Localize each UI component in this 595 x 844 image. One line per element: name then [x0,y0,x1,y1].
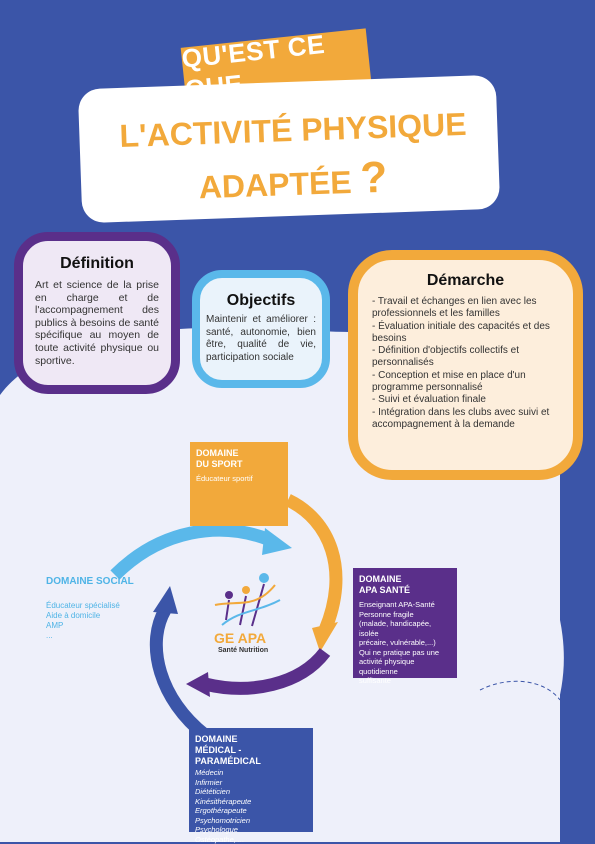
demarche-card: Démarche - Travail et échanges en lien a… [348,250,583,480]
domaine-apa-item: précaire, vulnérable,...) [359,638,451,648]
domaine-medical-item: Infirmier [195,778,307,788]
domaine-apa-title-2: APA SANTÉ [359,585,451,596]
domaine-social-item: Éducateur spécialisé [46,601,120,611]
domaine-social-item: Aide à domicile [46,611,120,621]
definition-text: Art et science de la prise en charge et … [23,273,171,367]
question-mark: ? [360,153,389,203]
demarche-item: - Évaluation initiale des capacités et d… [372,321,561,346]
demarche-item: - Définition d'objectifs collectifs et p… [372,345,561,370]
domaine-apa-item: suffisante [359,676,451,686]
domaine-sport-item: Éducateur sportif [196,474,282,484]
objectifs-text: Maintenir et améliorer : santé, autonomi… [200,310,322,364]
definition-title: Définition [23,255,171,273]
domaine-apa-item: Qui ne pratique pas une [359,648,451,658]
demarche-item: - Travail et échanges en lien avec les p… [372,296,561,321]
domaine-medical-item: Diététicien [195,787,307,797]
domaine-medical-item: Médecin [195,768,307,778]
domaine-sport-title: DOMAINE DU SPORT [190,442,288,470]
objectifs-card: Objectifs Maintenir et améliorer : santé… [192,270,330,388]
definition-card: Définition Art et science de la prise en… [14,232,180,394]
domaine-medical-title: DOMAINE MÉDICAL - PARAMÉDICAL [189,728,313,767]
domaine-medical-box: DOMAINE MÉDICAL - PARAMÉDICAL Médecin In… [189,728,313,832]
domaine-medical-item: Psychomotricien [195,816,307,826]
domaine-social-list: Éducateur spécialisé Aide à domicile AMP… [46,601,120,641]
domaine-apa-title: DOMAINE APA SANTÉ [353,568,457,596]
domaine-medical-item: Ostéopathe, ... [195,835,307,844]
demarche-title: Démarche [358,272,573,290]
domaine-medical-item: Ergothérapeute [195,806,307,816]
domaine-apa-item: (malade, handicapée, isolée [359,619,451,638]
domaine-sport-list: Éducateur sportif [190,470,288,484]
domaine-sport-title-1: DOMAINE [196,448,282,459]
domaine-apa-item: activité physique quotidienne [359,657,451,676]
domaine-social-item: AMP [46,621,120,631]
domaine-sport-box: DOMAINE DU SPORT Éducateur sportif [190,442,288,526]
demarche-list: - Travail et échanges en lien avec les p… [358,296,573,431]
domaine-social-item: ... [46,631,120,641]
domaine-medical-title-1: DOMAINE [195,734,307,745]
domaine-apa-title-1: DOMAINE [359,574,451,585]
logo-name: GE APA [214,630,266,646]
domaine-apa-list: Enseignant APA-Santé Personne fragile (m… [353,596,457,686]
domaine-medical-list: Médecin Infirmier Diététicien Kinésithér… [189,767,313,844]
demarche-item: - Suivi et évaluation finale [372,394,561,406]
demarche-item: - Intégration dans les clubs avec suivi … [372,407,561,432]
domaine-medical-item: Psychologue [195,825,307,835]
objectifs-title: Objectifs [200,292,322,310]
logo-subtitle: Santé Nutrition [218,647,268,654]
domaine-apa-box: DOMAINE APA SANTÉ Enseignant APA-Santé P… [353,568,457,678]
domaine-apa-item: Personne fragile [359,610,451,620]
title-line-2-text: ADAPTÉE [198,164,352,205]
domaine-sport-title-2: DU SPORT [196,459,282,470]
domaine-social-title: DOMAINE SOCIAL [46,576,134,587]
demarche-item: - Conception et mise en place d'un progr… [372,370,561,395]
domaine-medical-item: Kinésithérapeute [195,797,307,807]
domaine-medical-title-2: MÉDICAL - PARAMÉDICAL [195,745,307,767]
domaine-apa-item: Enseignant APA-Santé [359,600,451,610]
